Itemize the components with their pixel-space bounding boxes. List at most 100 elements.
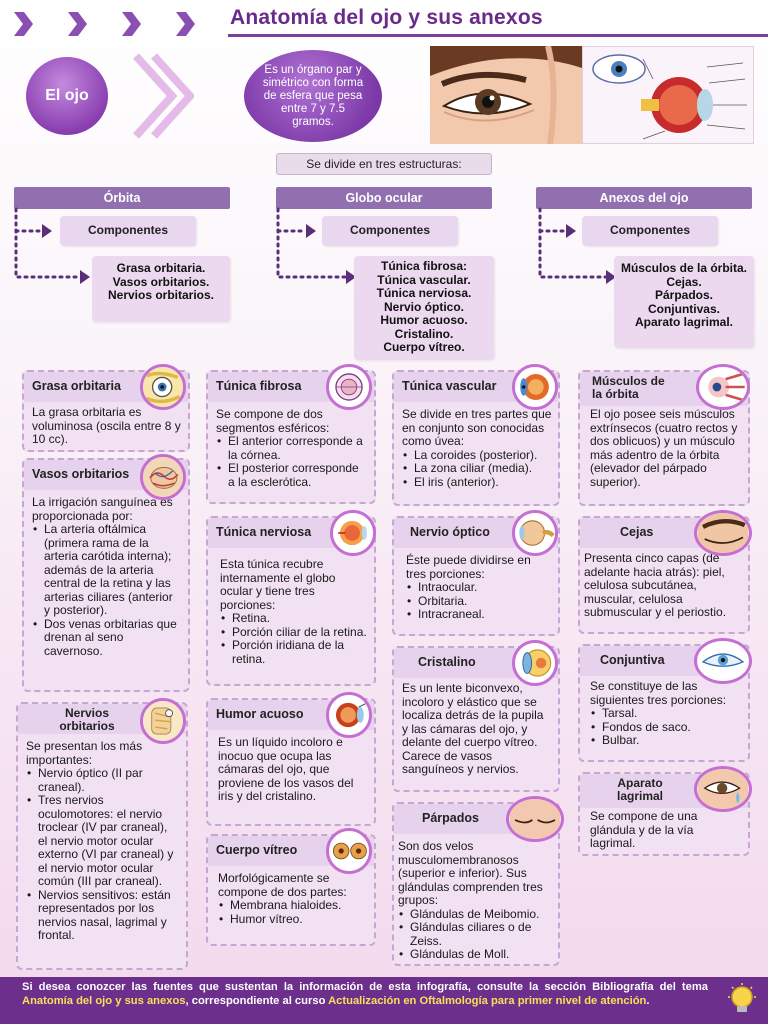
card-intro: Se constituye de las siguientes tres por…: [590, 679, 727, 707]
card-text: Presenta cinco capas (de adelante hacia …: [584, 551, 727, 619]
list-item: Intraocular.: [406, 580, 552, 595]
list-item: El posterior corresponde a la esclerótic…: [216, 461, 368, 489]
optic-nerve-icon: [512, 510, 558, 556]
list-item: Bulbar.: [590, 733, 742, 748]
list-item: Aparato lagrimal.: [634, 315, 734, 329]
aqueous-humor-icon: [326, 692, 372, 738]
tear-icon: [694, 766, 752, 812]
card-intro: Son dos velos musculomembranosos (superi…: [398, 839, 543, 907]
definition-bubble: Es un órgano par y simétrico con forma d…: [244, 50, 382, 142]
vitreous-icon: [326, 828, 372, 874]
chevron-right-icon: [122, 12, 141, 36]
list-item: Intracraneal.: [406, 607, 552, 622]
branch-connectors: [14, 207, 616, 284]
card-intro: La irrigación sanguínea es proporcionada…: [32, 495, 173, 523]
list-item: Túnica fibrosa:: [380, 259, 467, 273]
list-item: Glándulas ciliares o de Zeiss.: [398, 920, 552, 948]
card-intro: Se presentan los más importantes:: [26, 739, 143, 767]
list-item: Fondos de saco.: [590, 720, 742, 735]
footer-course: Actualización en Oftalmología para prime…: [328, 994, 647, 1007]
face-eye-image: [430, 46, 582, 144]
list-item: Humor vítreo.: [218, 912, 368, 927]
lens-icon: [512, 640, 558, 686]
list-item: Nervio óptico (II par craneal).: [26, 766, 180, 794]
component-list-globo: Túnica fibrosa: Túnica vascular. Túnica …: [354, 256, 494, 360]
card-text: Es un lente biconvexo, incoloro y elásti…: [402, 681, 544, 776]
card-intro: Esta túnica recubre internamente el glob…: [220, 557, 336, 612]
page-title: Anatomía del ojo y sus anexos: [230, 6, 543, 29]
list-item: Glándulas de Moll.: [398, 947, 552, 962]
column-head-orbita: Órbita: [14, 187, 230, 209]
footer-text: , correspondiente al curso: [185, 994, 329, 1007]
components-label-globo: Componentes: [322, 216, 458, 246]
eye-anatomy-diagram: [582, 46, 754, 144]
list-item: Porción ciliar de la retina.: [220, 625, 368, 640]
card-text: Se compone de una glándula y de la vía l…: [590, 809, 698, 850]
intro-label: El ojo: [26, 57, 108, 135]
card-intro: Morfológicamente se compone de dos parte…: [218, 871, 347, 899]
list-item: Porción iridiana de la retina.: [220, 638, 368, 666]
components-label-orbita: Componentes: [60, 216, 196, 246]
list-item: Humor acuoso.: [380, 313, 468, 327]
card-intro: Se divide en tres partes que en conjunto…: [402, 407, 552, 448]
list-item: Cristalino.: [394, 326, 454, 341]
chevron-right-icon: [176, 12, 195, 36]
lightbulb-icon: [728, 983, 756, 1012]
double-chevron-icon: [133, 53, 194, 139]
eye-muscles-icon: [696, 364, 750, 410]
list-item: Membrana hialoides.: [218, 898, 368, 913]
card-vasos-orbitarios: Vasos orbitarios La irrigación sanguínea…: [22, 458, 190, 692]
list-item: La coroides (posterior).: [402, 448, 552, 463]
components-label-anexos: Componentes: [582, 216, 718, 246]
list-item: Retina.: [220, 611, 368, 626]
eyebrow-icon: [694, 510, 752, 556]
list-item: Vasos orbitarios.: [112, 274, 210, 289]
card-text: La grasa orbitaria es voluminosa (oscila…: [32, 405, 181, 446]
list-item: Nervios sensitivos: están representados …: [26, 888, 180, 943]
list-item: Túnica vascular.: [377, 272, 471, 287]
eyelids-icon: [506, 796, 564, 842]
title-underline: [228, 34, 768, 37]
footer-note: Si desea conozcer las fuentes que susten…: [0, 977, 768, 1024]
card-text: Es un líquido incoloro e inocuo que ocup…: [218, 735, 354, 803]
divider-label: Se divide en tres estructuras:: [276, 153, 492, 175]
column-head-anexos: Anexos del ojo: [536, 187, 752, 209]
component-list-anexos: Músculos de la órbita. Cejas. Párpados. …: [614, 256, 754, 348]
component-list-orbita: Grasa orbitaria. Vasos orbitarios. Nervi…: [92, 256, 230, 322]
vessels-icon: [140, 454, 186, 500]
list-item: Nervio óptico.: [383, 299, 464, 314]
chevron-right-icon: [68, 12, 87, 36]
retina-icon: [330, 510, 376, 556]
chevron-right-icon: [14, 12, 33, 36]
card-nervios-orbitarios: Nervios orbitarios Se presentan los más …: [16, 702, 188, 970]
list-item: Dos venas orbitarias que drenan al seno …: [32, 617, 182, 659]
list-item: Párpados.: [654, 288, 714, 302]
footer-text: .: [646, 994, 650, 1007]
list-item: Cuerpo vítreo.: [383, 340, 465, 354]
list-item: Glándulas de Meibomio.: [398, 907, 552, 922]
list-item: Túnica nerviosa.: [376, 286, 472, 300]
uvea-icon: [512, 364, 558, 410]
card-humor-acuoso: Humor acuoso Es un líquido incoloro e in…: [206, 698, 376, 826]
list-item: La arteria oftálmica (primera rama de la…: [32, 522, 182, 618]
card-intro: Éste puede dividirse en tres porciones:: [406, 553, 531, 581]
list-item: Orbitaria.: [406, 594, 552, 609]
list-item: Conjuntivas.: [647, 301, 720, 316]
card-intro: Se compone de dos segmentos esféricos:: [216, 407, 330, 435]
footer-topic: Anatomía del ojo y sus anexos: [22, 994, 186, 1007]
list-item: El iris (anterior).: [402, 475, 552, 490]
list-item: La zona ciliar (media).: [402, 461, 552, 476]
card-text: El ojo posee seis músculos extrínsecos (…: [590, 407, 738, 489]
list-item: El anterior corresponde a la córnea.: [216, 434, 368, 462]
nerves-icon: [140, 698, 186, 744]
card-tunica-fibrosa: Túnica fibrosa Se compone de dos segment…: [206, 370, 376, 504]
list-item: Nervios orbitarios.: [107, 288, 215, 302]
list-item: Grasa orbitaria.: [116, 261, 206, 275]
footer-text: Si desea conozcer las fuentes que susten…: [22, 981, 708, 993]
list-item: Tarsal.: [590, 706, 742, 721]
list-item: Músculos de la órbita.: [620, 261, 748, 275]
fat-icon: [140, 364, 186, 410]
list-item: Cejas.: [666, 274, 702, 289]
column-head-globo: Globo ocular: [276, 187, 492, 209]
fibrous-tunic-icon: [326, 364, 372, 410]
